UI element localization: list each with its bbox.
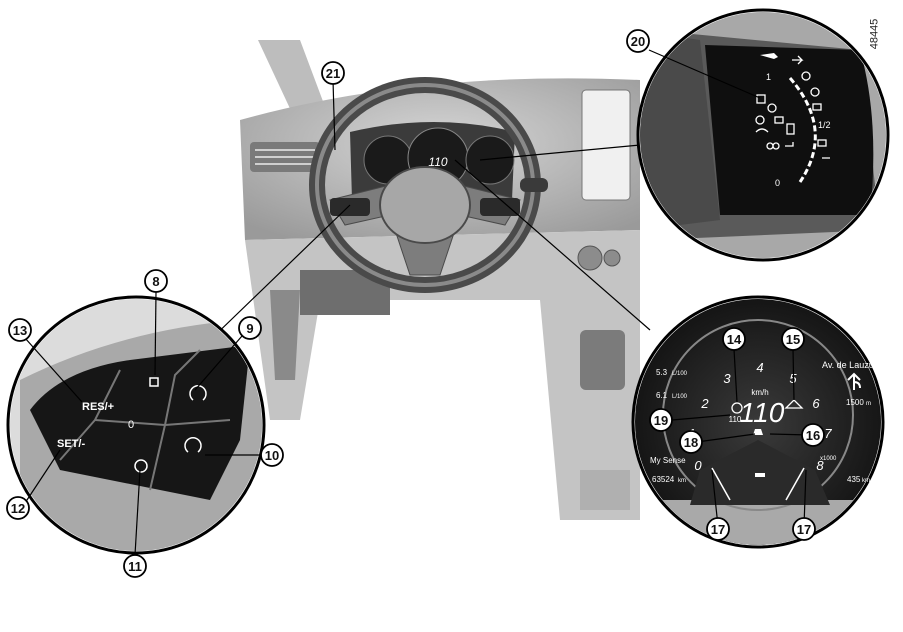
tick-6: 6: [812, 396, 820, 411]
callouts: 21 20 8 9 13 10 12 11 14 15 19 18 16 17 …: [6, 29, 825, 578]
svg-text:15: 15: [786, 332, 800, 347]
callout-19: 19: [649, 408, 673, 432]
speed-value: 110: [740, 397, 785, 428]
res-plus-label: RES/+: [82, 401, 114, 413]
svg-text:18: 18: [684, 435, 698, 450]
callout-12: 12: [6, 496, 30, 520]
distance-icon: [149, 377, 159, 387]
consumption-1: 5.3: [656, 368, 668, 377]
steering-controls-inset: RES/+ SET/- 0: [6, 291, 266, 556]
callout-8: 8: [144, 269, 168, 293]
svg-text:14: 14: [727, 332, 742, 347]
fuel-scale-top: 1: [766, 72, 771, 82]
consumption-2: 6.1: [656, 391, 668, 400]
callout-20: 20: [626, 29, 650, 53]
callout-17-right: 17: [792, 517, 816, 541]
callout-13: 13: [8, 318, 32, 342]
set-speed: 110: [729, 415, 742, 424]
nav-street: Av. de Lauzun: [822, 360, 879, 370]
consumption-1-unit: L/100: [672, 371, 688, 377]
svg-text:12: 12: [11, 501, 25, 516]
warning-panel-inset: 1 1/2 0: [636, 8, 890, 262]
svg-text:10: 10: [265, 448, 279, 463]
tick-2: 2: [700, 396, 709, 411]
set-minus-label: SET/-: [57, 438, 85, 450]
tick-3: 3: [723, 371, 731, 386]
svg-text:19: 19: [654, 413, 668, 428]
callout-18: 18: [679, 430, 703, 454]
nav-distance-unit: m: [866, 401, 871, 407]
warning-triangle-icon: [784, 399, 804, 409]
callout-21: 21: [321, 61, 345, 85]
svg-text:20: 20: [631, 34, 645, 49]
leader-lines: [204, 79, 651, 346]
callout-10: 10: [260, 443, 284, 467]
tick-4: 4: [756, 360, 763, 375]
tick-8: 8: [816, 458, 824, 473]
nav-distance: 1500: [846, 398, 864, 407]
cruise-icon: [184, 437, 202, 453]
callout-9: 9: [238, 316, 262, 340]
tick-7: 7: [824, 426, 832, 441]
callout-17-left: 17: [706, 517, 730, 541]
svg-text:17: 17: [797, 522, 811, 537]
odometer-unit: km: [678, 478, 686, 484]
callout-11: 11: [123, 554, 147, 578]
range: 435: [847, 475, 861, 484]
svg-text:16: 16: [806, 428, 820, 443]
svg-text:21: 21: [326, 66, 340, 81]
turn-arrow-icon: [847, 372, 861, 390]
fuel-scale-bottom: 0: [775, 178, 780, 188]
svg-text:11: 11: [128, 559, 142, 574]
fuel-scale-mid: 1/2: [818, 120, 831, 130]
consumption-2-unit: L/100: [672, 394, 688, 400]
range-unit: km: [862, 478, 870, 484]
speed-unit: km/h: [751, 388, 768, 397]
tick-0: 0: [694, 458, 702, 473]
rpm-unit: x1000: [820, 456, 837, 462]
odometer: 63524: [652, 475, 675, 484]
callout-14: 14: [722, 327, 746, 351]
drive-mode: My Sense: [650, 456, 686, 465]
car-interior: 110: [240, 40, 640, 520]
driver-assist-icon: [731, 402, 743, 414]
callout-15: 15: [781, 327, 805, 351]
lane-icon: [134, 459, 148, 473]
dash-speed: 110: [428, 155, 447, 169]
svg-text:17: 17: [711, 522, 725, 537]
zero-label: 0: [128, 419, 134, 431]
svg-text:9: 9: [246, 321, 253, 336]
cluster-inset: 0 1 2 3 4 5 6 7 8 km/h 110 110 x1000 5.3…: [631, 295, 885, 549]
callout-16: 16: [801, 423, 825, 447]
svg-text:8: 8: [152, 274, 159, 289]
svg-text:13: 13: [13, 323, 27, 338]
